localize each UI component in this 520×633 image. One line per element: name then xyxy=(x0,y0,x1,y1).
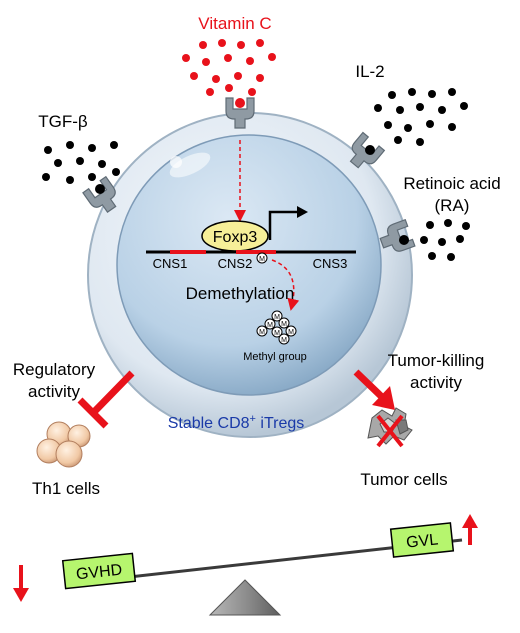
regulatory-activity-line1: Regulatory xyxy=(13,360,96,379)
stable-cd8-itregs-label: Stable CD8+ iTregs xyxy=(168,413,305,432)
svg-text:M: M xyxy=(274,314,280,321)
methyl-mark-on-dna xyxy=(256,252,268,264)
gvl-up-arrowhead xyxy=(462,514,478,528)
th1-cells-label: Th1 cells xyxy=(32,479,100,498)
methyl-group-7: M xyxy=(278,333,290,345)
il2-label: IL-2 xyxy=(355,62,384,81)
svg-text:M: M xyxy=(281,321,287,328)
vitamin-c-label: Vitamin C xyxy=(198,14,271,33)
cns3-label: CNS3 xyxy=(313,256,348,271)
foxp3-label: Foxp3 xyxy=(213,229,258,246)
cell-highlight-dot xyxy=(170,156,182,168)
svg-text:M: M xyxy=(281,337,287,344)
nucleus xyxy=(116,134,382,396)
cns2-label: CNS2 xyxy=(218,256,253,271)
balance-fulcrum xyxy=(208,579,282,616)
svg-text:M: M xyxy=(259,329,265,336)
gvhd-label: GVHD xyxy=(75,562,123,584)
svg-text:M: M xyxy=(267,322,273,329)
il2-bound-dot xyxy=(365,145,375,155)
tumor-killing-arrowhead xyxy=(372,386,395,410)
svg-text:M: M xyxy=(274,330,280,337)
transcription-arrowhead xyxy=(297,206,308,218)
demethylation-arrow xyxy=(271,259,300,311)
receptor-tgf-beta xyxy=(82,175,117,213)
methyl-group-2: M xyxy=(264,318,276,330)
tgf-beta-molecules xyxy=(42,141,120,184)
methyl-mark-on-dna-label: M xyxy=(259,256,265,263)
tumor-cells-cluster xyxy=(367,407,413,445)
retinoic-acid-label-line1: Retinoic acid xyxy=(403,174,500,193)
cell-highlight xyxy=(169,152,211,178)
retinoic-acid-label-line2: (RA) xyxy=(435,196,470,215)
svg-text:M: M xyxy=(288,329,294,336)
th1-cells-cluster xyxy=(36,421,91,468)
tumor-killing-line1: Tumor-killing xyxy=(388,351,485,370)
methyl-group-5: M xyxy=(271,326,283,338)
gvl-label: GVL xyxy=(405,531,439,551)
regulatory-activity-line2: activity xyxy=(28,382,80,401)
tgf-beta-label: TGF-β xyxy=(38,112,88,131)
tumor-cells-label: Tumor cells xyxy=(360,470,447,489)
tumor-x-line2 xyxy=(376,414,404,448)
ra-bound-dot xyxy=(399,235,409,245)
methyl-group-4: M xyxy=(256,325,268,337)
methyl-group-6: M xyxy=(285,325,297,337)
gvl-box xyxy=(389,522,455,558)
methyl-group-3: M xyxy=(278,317,290,329)
transcription-start xyxy=(268,210,300,240)
gvhd-box xyxy=(61,552,137,590)
tgf-bound-dot xyxy=(95,184,105,194)
vitamin-c-molecules xyxy=(182,39,276,96)
cns1-label: CNS1 xyxy=(153,256,188,271)
receptor-vitamin-c xyxy=(225,97,255,129)
methyl-group-label: Methyl group xyxy=(243,351,307,363)
vitamin-c-bound-dot xyxy=(235,98,245,108)
retinoic-acid-molecules xyxy=(420,219,470,261)
gvhd-down-arrowhead xyxy=(13,588,29,602)
inhibition-line xyxy=(91,370,135,415)
itreg-cell xyxy=(87,112,413,438)
demethylation-label: Demethylation xyxy=(186,284,295,303)
il2-molecules xyxy=(374,88,468,146)
released-methyl-groups: M M M M M M M xyxy=(256,310,297,345)
receptor-il2 xyxy=(349,131,386,169)
tumor-killing-line2: activity xyxy=(410,373,462,392)
inhibition-bar xyxy=(77,397,109,429)
tumor-killing-arrow-shaft xyxy=(353,369,386,401)
methyl-group-1: M xyxy=(271,310,283,322)
